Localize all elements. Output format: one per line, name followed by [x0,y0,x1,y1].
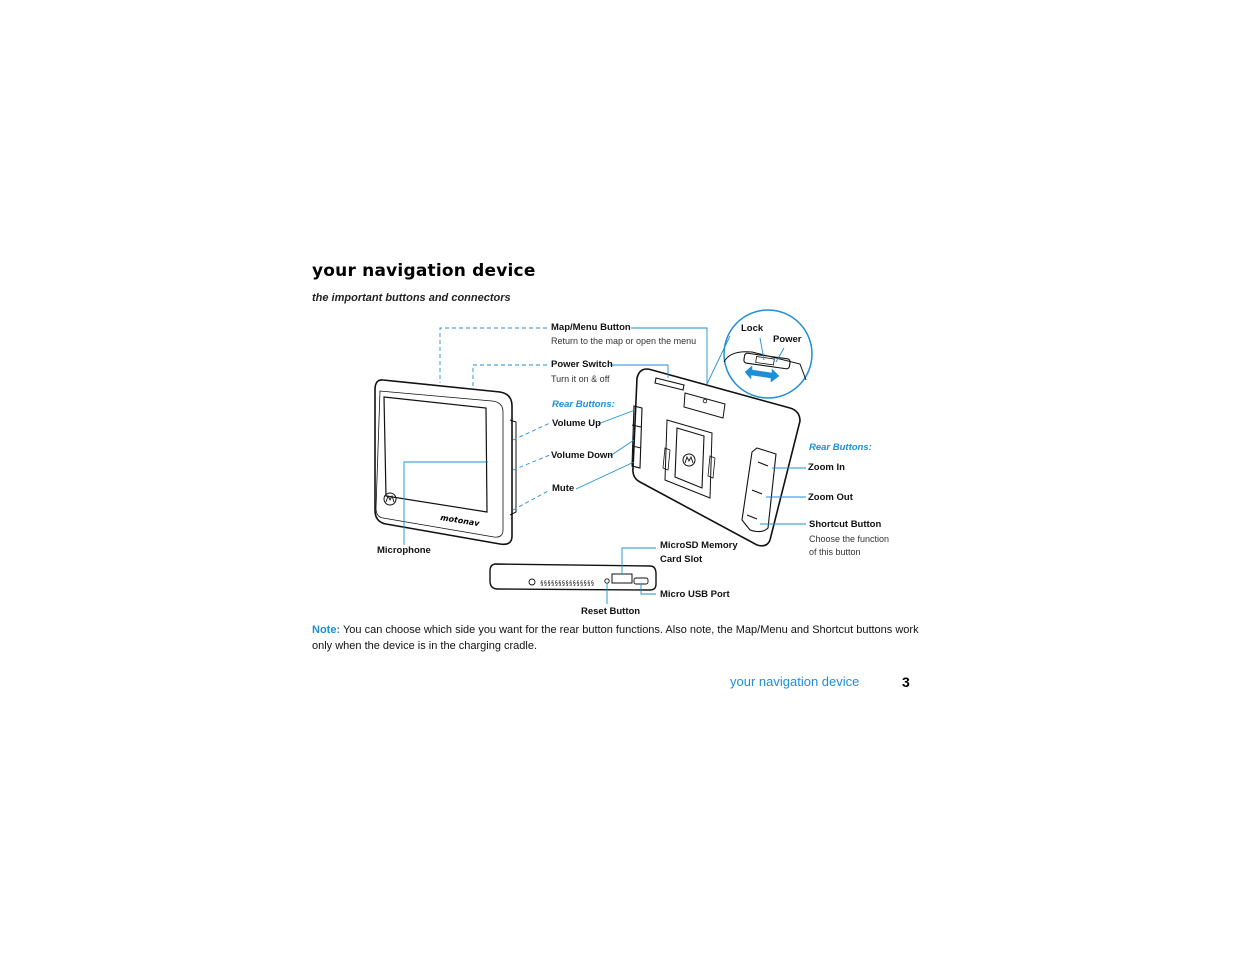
shortcut-desc-line2: of this button [809,547,861,557]
micro-usb-port-label: Micro USB Port [660,589,730,600]
microsd-label-line2: Card Slot [660,554,703,565]
power-switch-desc: Turn it on & off [551,374,610,384]
motorola-logo-back-icon [682,453,696,467]
page-title: your navigation device [312,261,536,281]
device-front [374,379,517,546]
motorola-logo-front-icon [383,492,397,506]
rear-buttons-left-label: Rear Buttons: [552,399,615,410]
mute-label: Mute [552,483,575,494]
device-back [631,368,801,547]
lock-label: Lock [741,323,764,334]
map-menu-button-label: Map/Menu Button [551,322,631,333]
speaker-grille: §§§§§§§§§§§§§§§ [540,580,595,587]
volume-down-label: Volume Down [551,450,614,461]
microsd-label-line1: MicroSD Memory [660,540,738,551]
note-paragraph: Note: You can choose which side you want… [312,622,922,654]
microphone-label: Microphone [377,545,431,556]
slide-arrow-icon [744,365,780,383]
volume-up-label: Volume Up [552,418,601,429]
zoom-out-label: Zoom Out [808,492,853,503]
footer-section-title: your navigation device [730,674,860,689]
note-key: Note: [312,624,341,636]
map-menu-button-desc: Return to the map or open the menu [551,336,697,346]
zoom-in-label: Zoom In [808,462,845,473]
power-switch-label: Power Switch [551,359,613,370]
rear-buttons-right-label: Rear Buttons: [809,442,872,453]
device-brand-text: motonav [440,513,481,528]
lock-power-zoom-callout [723,309,813,399]
power-label: Power [773,334,802,345]
shortcut-desc-line1: Choose the function [809,534,890,544]
page-subtitle: the important buttons and connectors [312,292,511,304]
shortcut-button-label: Shortcut Button [809,519,882,530]
reset-button-label: Reset Button [581,606,641,617]
page-number: 3 [902,674,910,690]
note-text: You can choose which side you want for t… [312,624,919,652]
